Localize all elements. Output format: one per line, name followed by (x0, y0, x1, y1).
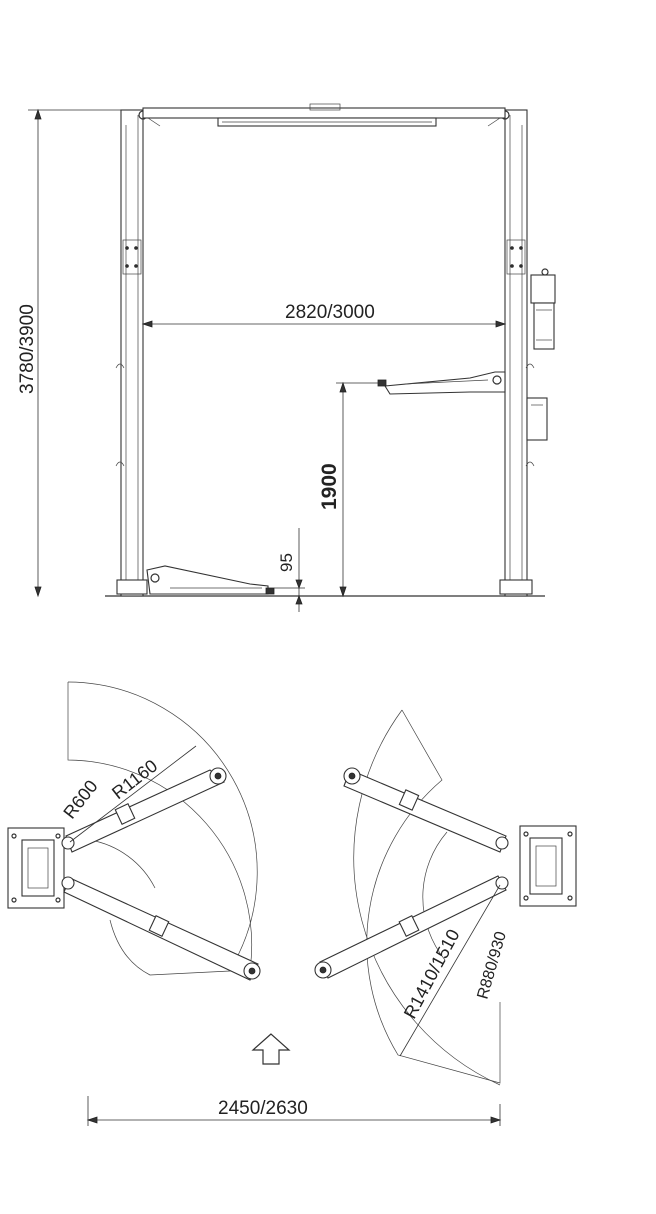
lowered-lift-arm (146, 565, 275, 595)
column-width-dimension: 2820/3000 (141, 302, 507, 328)
lift-height-dimension: 1900 (318, 381, 380, 598)
overall-width-dimension: 2450/2630 (86, 1096, 502, 1126)
min-height-label: 95 (277, 553, 296, 572)
raised-lift-arm (377, 371, 506, 395)
overall-height-dimension: 3780/3900 (17, 108, 121, 598)
overhead-beam (142, 103, 506, 127)
short-arm-radius-label: R600 (59, 776, 101, 822)
right-long-arm (314, 875, 509, 979)
left-short-arm (61, 767, 227, 853)
power-unit (526, 268, 556, 441)
long-arm-radius-label: R880/930 (475, 930, 510, 1001)
right-base-plate (519, 825, 577, 907)
min-height-dimension: 95 (274, 528, 305, 612)
overall-width-label: 2450/2630 (218, 1098, 308, 1119)
top-view: R600 R1160 R1410/1510 R880/930 2450/2630 (7, 681, 577, 1126)
long-arm-reach-label: R1410/1510 (400, 926, 464, 1022)
up-arrow-icon (251, 1033, 291, 1065)
column-width-label: 2820/3000 (285, 302, 375, 323)
right-column (499, 109, 535, 597)
overall-height-label: 3780/3900 (17, 304, 38, 394)
right-short-arm (343, 767, 509, 853)
left-column (115, 109, 148, 597)
front-view: 3780/3900 2820/3000 1900 95 (17, 103, 556, 612)
lift-height-label: 1900 (318, 463, 341, 510)
left-long-arm (61, 876, 261, 981)
left-base-plate (7, 827, 65, 909)
